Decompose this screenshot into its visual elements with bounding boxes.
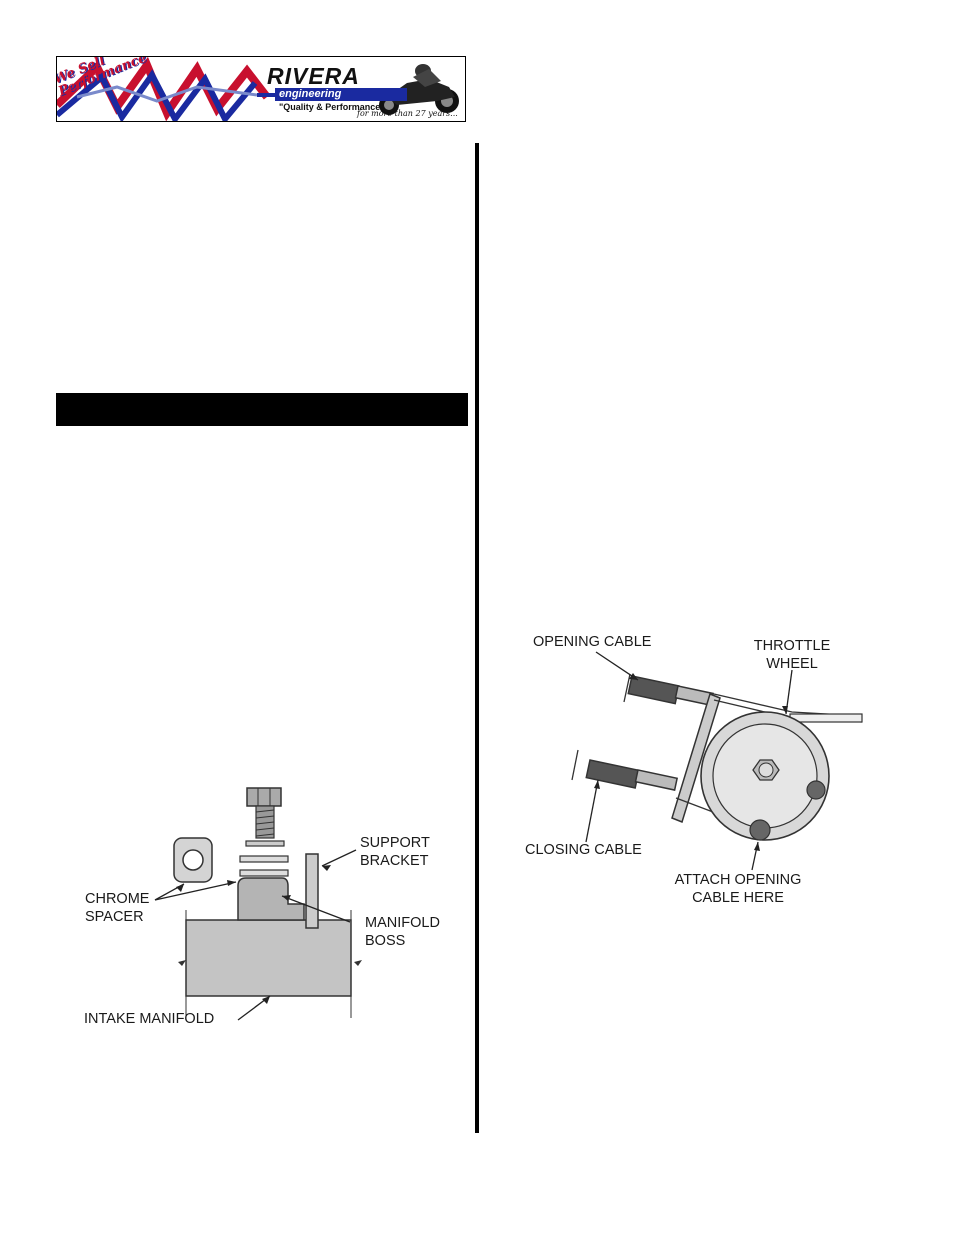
label-manifold-boss: MANIFOLD BOSS <box>365 915 440 949</box>
logo-since: for more than 27 years... <box>357 109 458 118</box>
chrome-spacer-icon <box>173 837 213 883</box>
column-divider <box>475 143 479 1133</box>
throttle-drawing <box>571 651 863 871</box>
label-opening-cable: OPENING CABLE <box>533 634 652 650</box>
company-logo: We Sell Performance RIVERA engineering "… <box>56 56 466 122</box>
logo-subtitle: engineering <box>275 88 407 101</box>
figure-manifold-bracket: SUPPORT BRACKET CHROME SPACER MANIFOLD B… <box>60 770 470 1040</box>
label-intake-manifold: INTAKE MANIFOLD <box>84 1011 215 1027</box>
label-chrome-spacer: CHROME SPACER <box>85 891 150 925</box>
section-header-bar <box>56 393 468 426</box>
label-throttle-wheel: THROTTLE WHEEL <box>753 638 831 672</box>
label-closing-cable: CLOSING CABLE <box>525 842 642 858</box>
label-support-bracket: SUPPORT BRACKET <box>360 835 430 869</box>
figure-throttle-cables: OPENING CABLE THROTTLE WHEEL CLOSING CAB… <box>520 630 880 920</box>
label-attach-opening-cable: ATTACH OPENING CABLE HERE <box>674 872 802 906</box>
cable-stop-icon <box>749 780 826 841</box>
manifold-drawing <box>154 787 362 1021</box>
logo-slogan: "Quality & Performance" <box>279 102 385 112</box>
logo-brand: RIVERA <box>267 63 360 89</box>
